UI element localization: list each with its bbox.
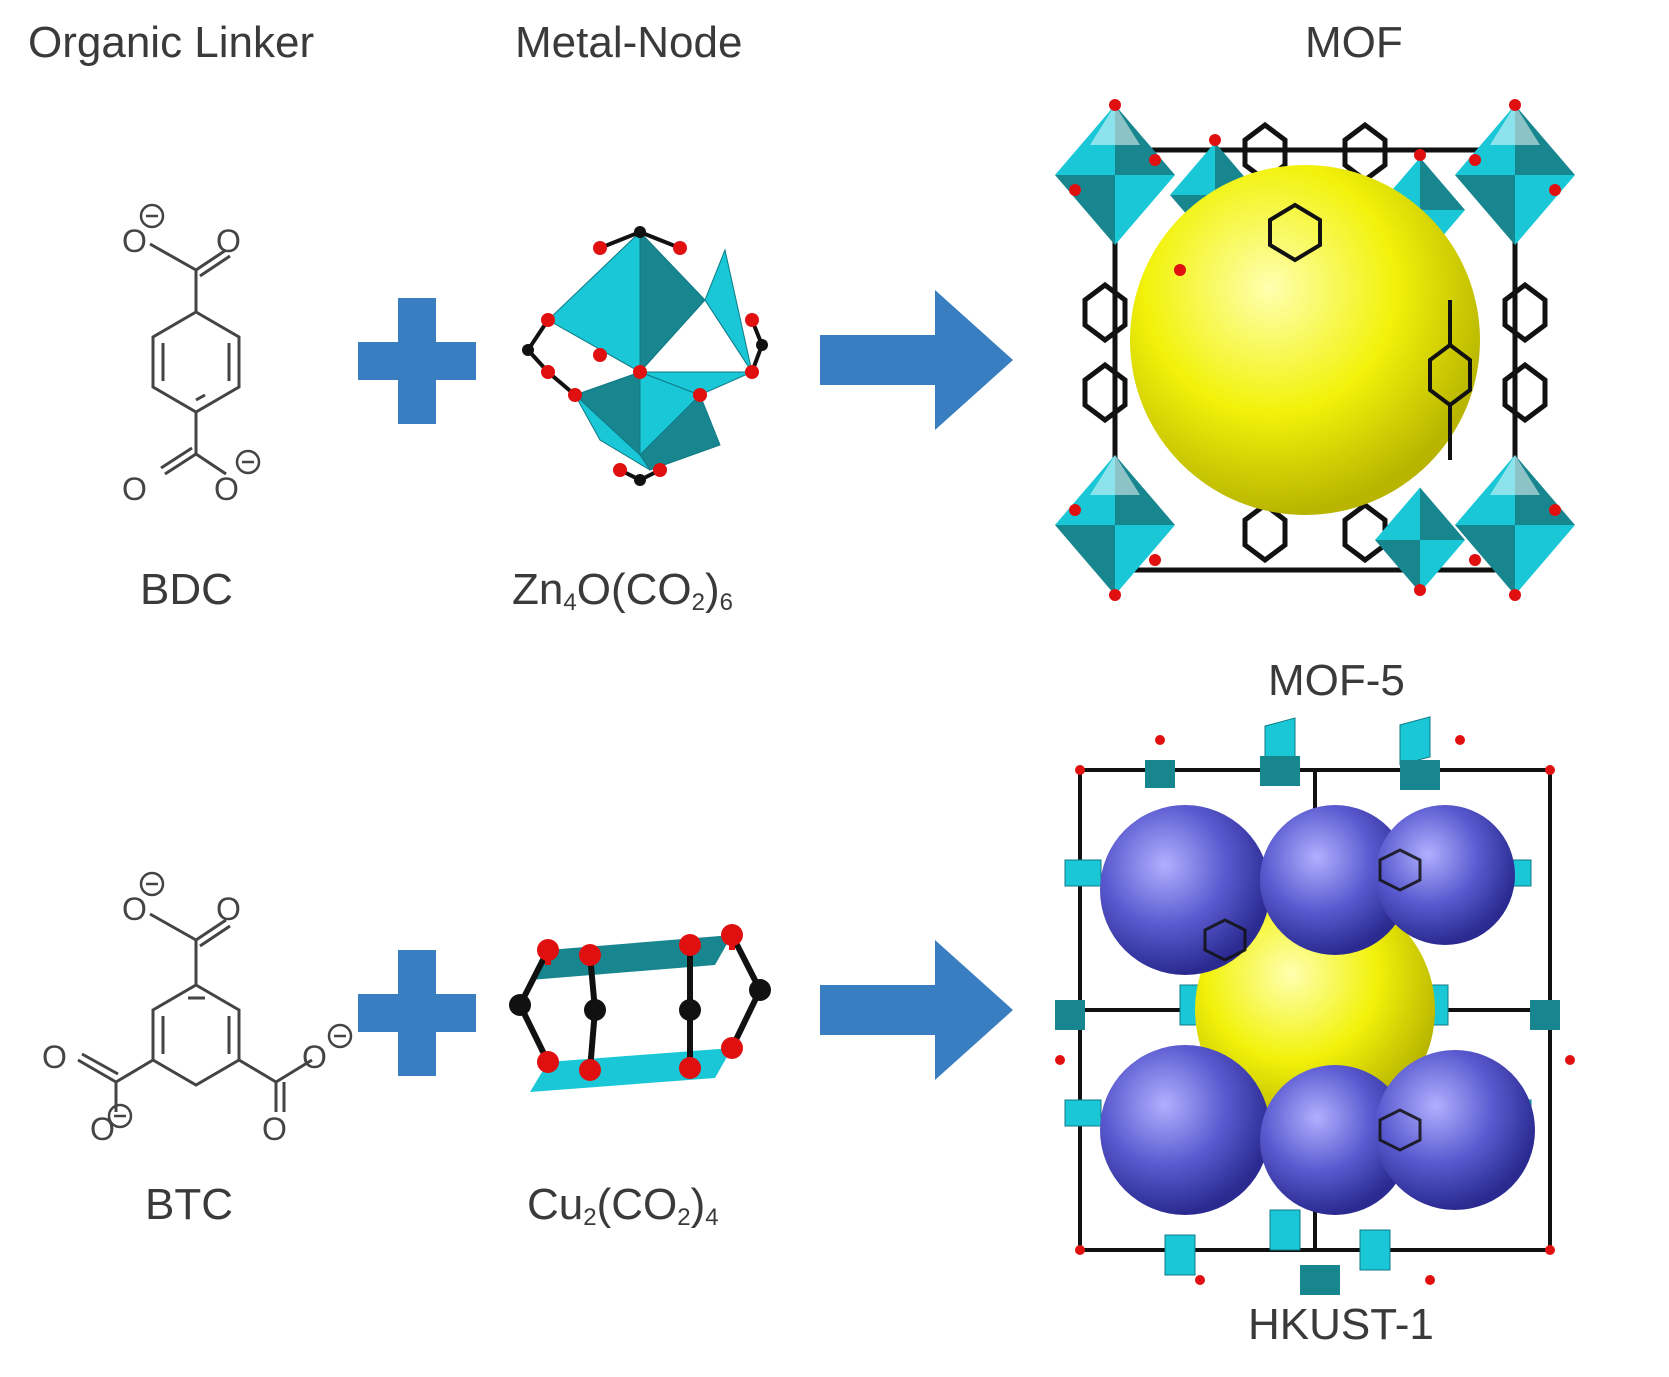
hkust1-structure [1055, 716, 1575, 1295]
hkust1-pore-yellow [1195, 890, 1435, 1130]
node-formula-cu2: Cu2(CO2)4 [527, 1180, 719, 1231]
bdc-charges [139, 203, 261, 475]
arrow-icon-row1 [820, 290, 1013, 430]
mof-name-mof5: MOF-5 [1268, 656, 1405, 705]
btc-o-left-outer: O [42, 1039, 67, 1075]
node-formula-zn4o: Zn4O(CO2)6 [512, 565, 733, 616]
header-mof: MOF [1305, 18, 1403, 67]
btc-structure [77, 912, 313, 1112]
header-metal-node: Metal-Node [515, 18, 743, 67]
btc-o-right-bottom: O [262, 1111, 287, 1147]
plus-icon-row2 [358, 950, 476, 1076]
cu2-node [509, 924, 771, 1092]
header-organic-linker: Organic Linker [28, 18, 315, 67]
bdc-o-bottom-left: O [122, 471, 147, 507]
bdc-structure [149, 242, 241, 476]
btc-o-top-left: O [122, 891, 147, 927]
hkust1-pore-blue-5 [1260, 1065, 1410, 1215]
linker-name-bdc: BDC [140, 565, 233, 614]
btc-o-top-right: O [216, 891, 241, 927]
hkust1-pore-blue-1 [1100, 805, 1270, 975]
arrows [820, 290, 1013, 1080]
bdc-o-top-right: O [216, 223, 241, 259]
bdc-o-top-left: O [122, 223, 147, 259]
plus-icon-row1 [358, 298, 476, 424]
mof5-nodes [1055, 105, 1575, 595]
btc-o-left-bottom: O [90, 1111, 115, 1147]
mof-name-hkust1: HKUST-1 [1248, 1300, 1434, 1349]
hkust1-pore-blue-4 [1100, 1045, 1270, 1215]
linker-name-btc: BTC [145, 1180, 233, 1229]
btc-o-right-outer: O [302, 1039, 327, 1075]
btc-charges [107, 871, 353, 1129]
arrow-icon-row2 [820, 940, 1013, 1080]
hkust1-pore-blue-3 [1375, 805, 1515, 945]
hkust1-pore-blue-6 [1375, 1050, 1535, 1210]
hkust1-pore-blue-2 [1260, 805, 1410, 955]
zn4o-node [522, 226, 768, 486]
plus-signs [358, 298, 476, 1076]
bdc-o-bottom-right: O [214, 471, 239, 507]
mof5-pore-yellow [1130, 165, 1480, 515]
mof5-structure [1055, 99, 1575, 601]
